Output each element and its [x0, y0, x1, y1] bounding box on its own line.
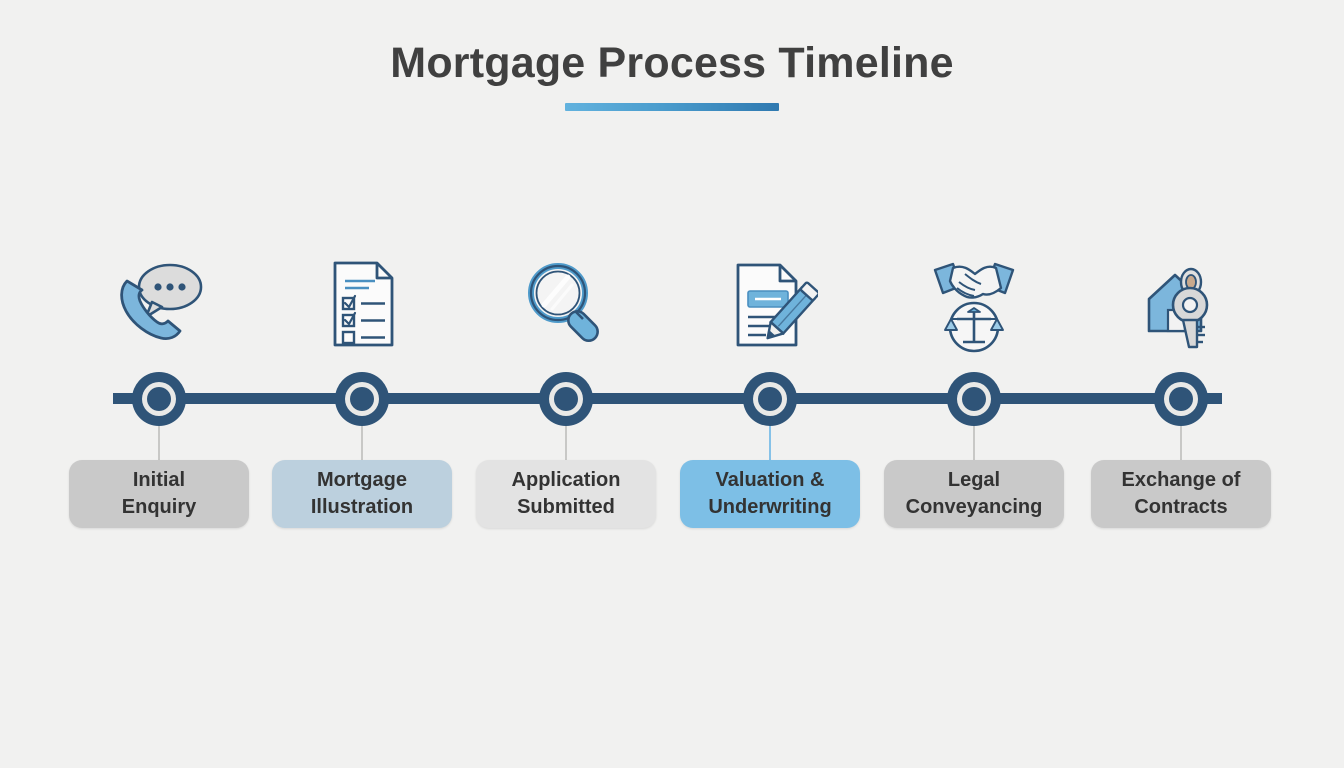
- timeline-node-2[interactable]: [335, 372, 389, 426]
- timeline-bar: [113, 393, 1222, 404]
- step-label-4: Valuation & Underwriting: [708, 469, 832, 518]
- node-inner-ring: [957, 382, 991, 416]
- step-label-box-5[interactable]: Legal Conveyancing: [884, 460, 1064, 528]
- connector-stem: [973, 426, 975, 460]
- node-center-dot: [962, 387, 986, 411]
- house-key-icon: [1125, 252, 1237, 356]
- connector-stem: [769, 426, 771, 460]
- node-inner-ring: [345, 382, 379, 416]
- title-underline: [565, 103, 779, 112]
- node-center-dot: [758, 387, 782, 411]
- node-inner-ring: [142, 382, 176, 416]
- connector-stem: [565, 426, 567, 460]
- step-label-box-2[interactable]: Mortgage Illustration: [272, 460, 452, 528]
- node-center-dot: [1169, 387, 1193, 411]
- node-center-dot: [350, 387, 374, 411]
- step-label-3: Application Submitted: [511, 469, 621, 518]
- node-inner-ring: [549, 382, 583, 416]
- timeline-node-4[interactable]: [743, 372, 797, 426]
- phone-chat-icon: [103, 252, 215, 356]
- connector-stem: [1180, 426, 1182, 460]
- timeline-node-1[interactable]: [132, 372, 186, 426]
- page-title: Mortgage Process Timeline: [390, 39, 954, 87]
- node-inner-ring: [1164, 382, 1198, 416]
- step-label-2: Mortgage Illustration: [310, 469, 414, 518]
- checklist-document-icon: [306, 252, 418, 356]
- node-center-dot: [554, 387, 578, 411]
- step-label-1: Initial Enquiry: [121, 469, 197, 518]
- connector-stem: [158, 426, 160, 460]
- step-label-box-1[interactable]: Initial Enquiry: [69, 460, 249, 528]
- node-center-dot: [147, 387, 171, 411]
- timeline-node-3[interactable]: [539, 372, 593, 426]
- connector-stem: [361, 426, 363, 460]
- node-inner-ring: [753, 382, 787, 416]
- magnifying-glass-icon: [510, 252, 622, 356]
- step-label-box-6[interactable]: Exchange of Contracts: [1091, 460, 1271, 528]
- step-label-5: Legal Conveyancing: [905, 469, 1043, 518]
- handshake-scales-icon: [918, 252, 1030, 356]
- step-label-box-4[interactable]: Valuation & Underwriting: [680, 460, 860, 528]
- timeline-node-6[interactable]: [1154, 372, 1208, 426]
- timeline-node-5[interactable]: [947, 372, 1001, 426]
- document-pencil-icon: [714, 252, 826, 356]
- page-title-block: Mortgage Process Timeline: [0, 39, 1344, 112]
- step-label-box-3[interactable]: Application Submitted: [476, 460, 656, 528]
- step-label-6: Exchange of Contracts: [1121, 469, 1241, 518]
